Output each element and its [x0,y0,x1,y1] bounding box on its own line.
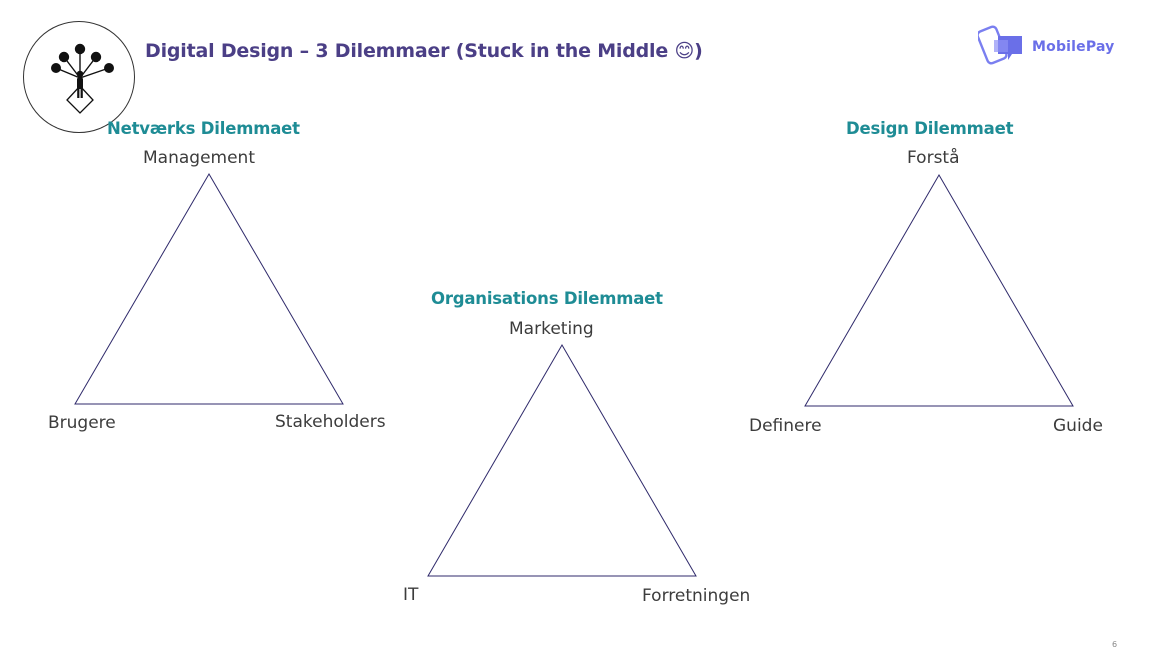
mobilepay-brand: MobilePay [978,24,1115,70]
design-dilemma-heading: Design Dilemmaet [846,119,1014,138]
page-number: 6 [1112,640,1118,649]
mobilepay-logo-icon [978,25,1022,65]
slide-title: Digital Design – 3 Dilemmaer (Stuck in t… [145,40,703,62]
organisation-top-label: Marketing [509,319,594,339]
network-right-label: Stakeholders [275,412,386,432]
network-dilemma-heading: Netværks Dilemmaet [107,119,300,138]
person-network-icon [51,43,114,114]
network-left-label: Brugere [48,413,116,433]
organisation-right-label: Forretningen [642,586,751,606]
logo-badge [23,21,135,133]
design-left-label: Definere [749,416,822,436]
organisation-dilemma-heading: Organisations Dilemmaet [431,289,663,308]
network-triangle [74,173,344,405]
design-top-label: Forstå [907,148,960,168]
brand-name: MobilePay [1032,39,1115,55]
design-right-label: Guide [1053,416,1103,436]
design-triangle [804,174,1074,407]
organisation-triangle [427,344,697,577]
network-top-label: Management [143,148,255,168]
organisation-left-label: IT [403,585,419,605]
